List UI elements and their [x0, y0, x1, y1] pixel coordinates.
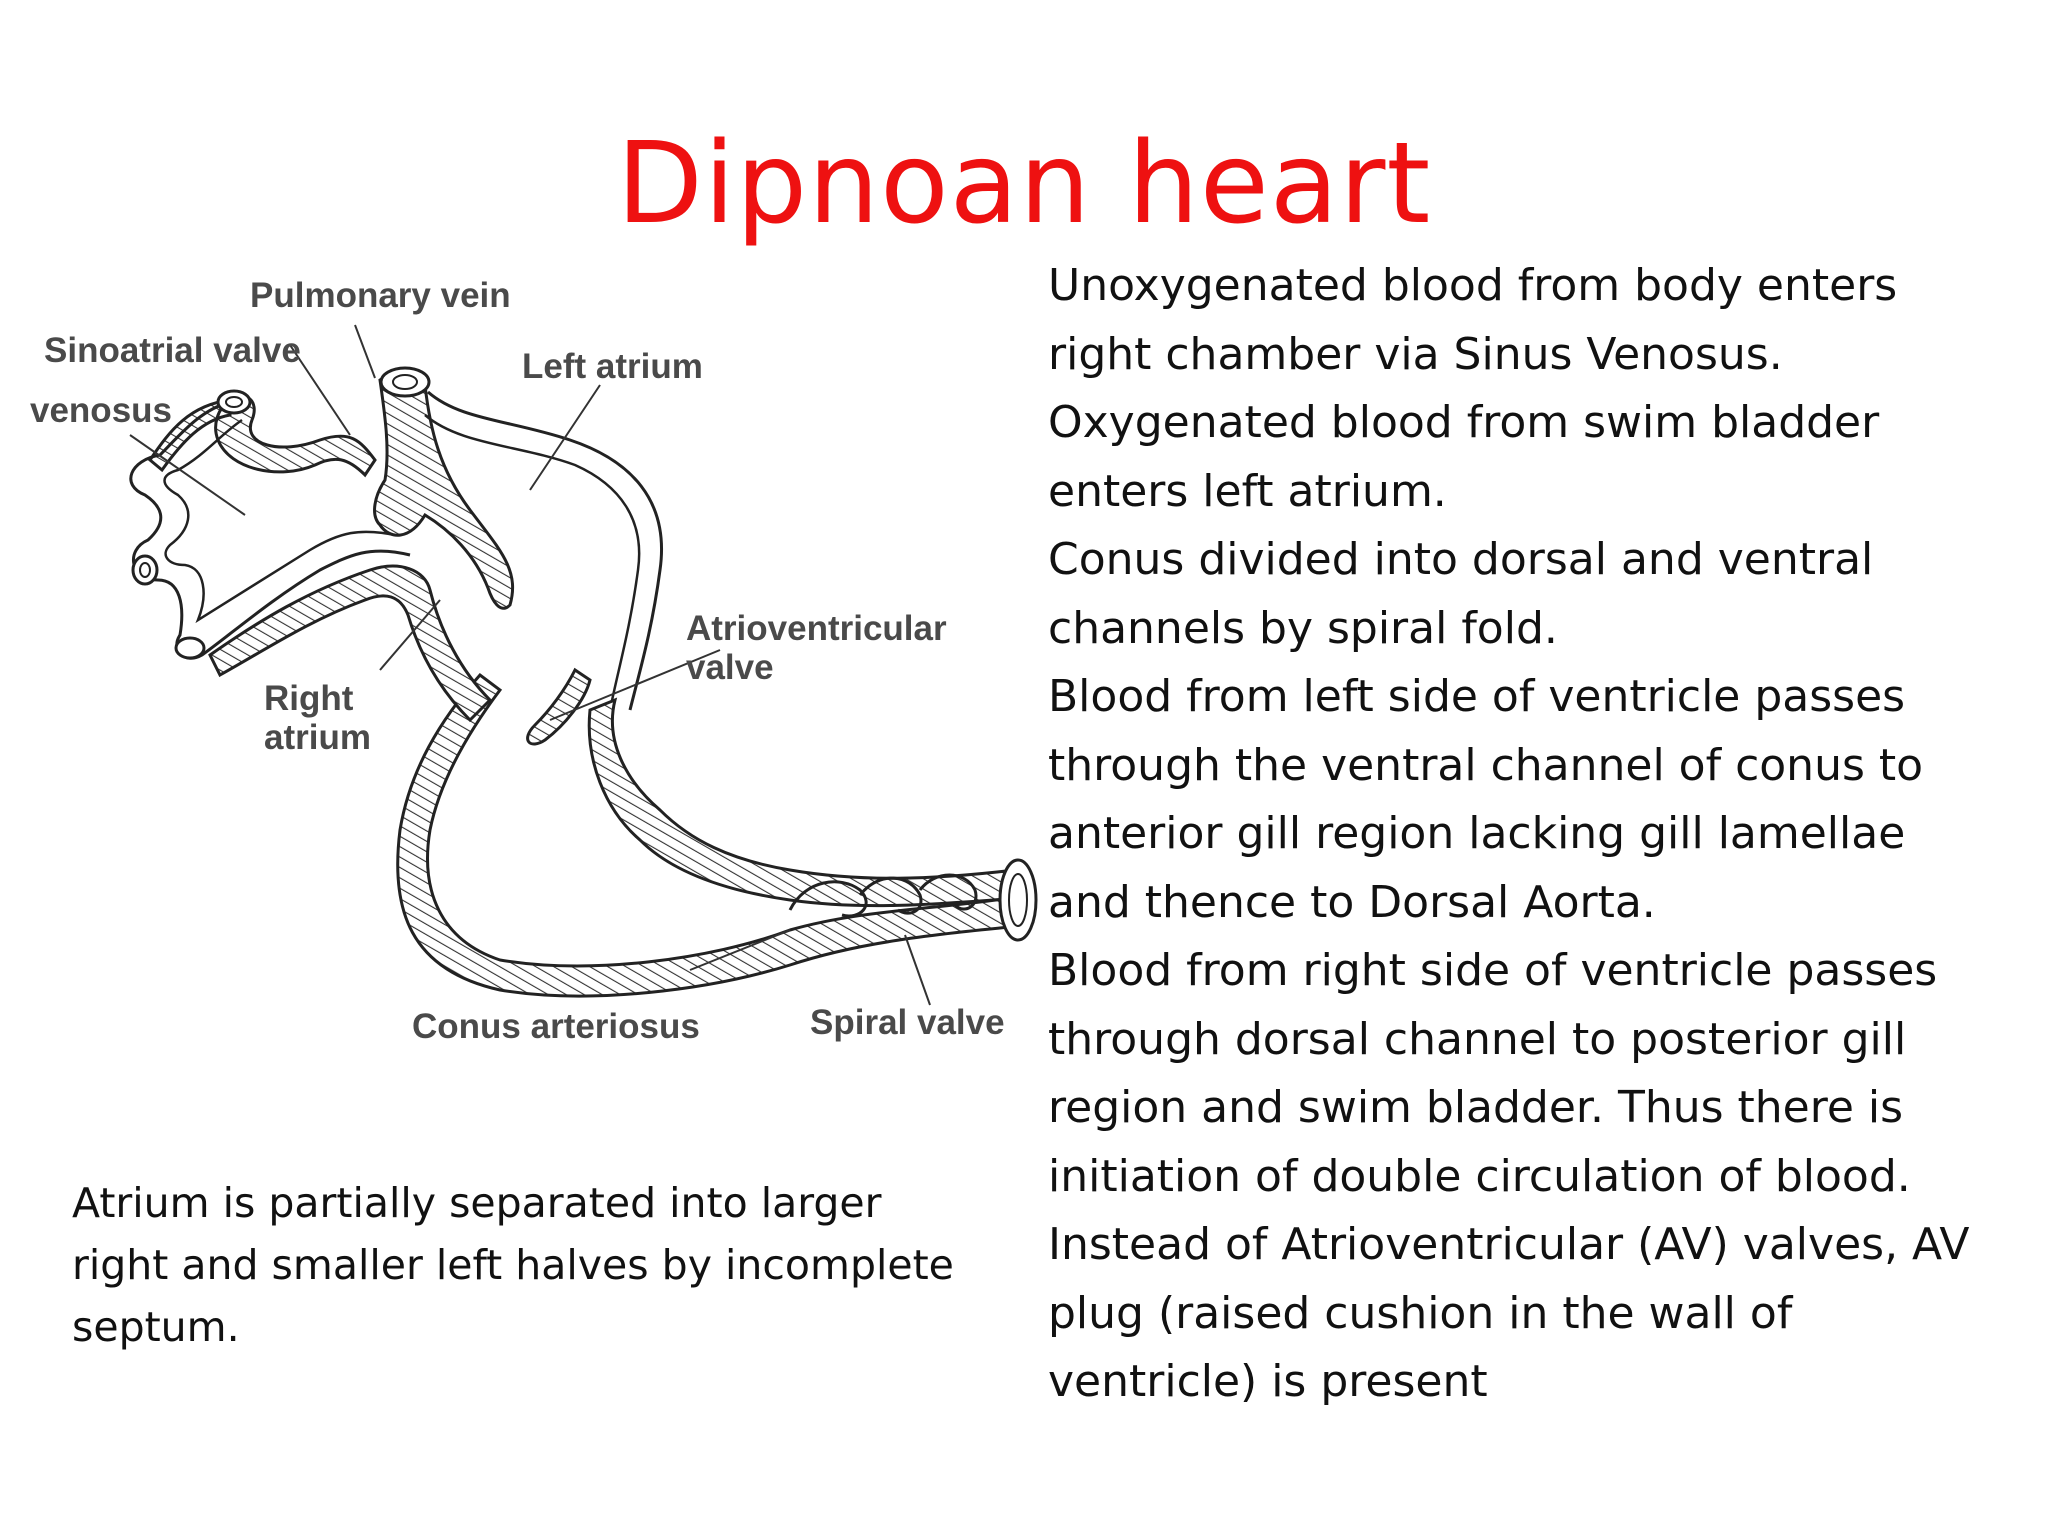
slide-title: Dipnoan heart — [616, 119, 1432, 249]
sinus-venosus-outline — [129, 400, 411, 660]
right-line: region and swim bladder. Thus there is — [1048, 1082, 1904, 1133]
dipnoan-heart-diagram: Pulmonary vein Sinoatrial valve venosus … — [30, 270, 1040, 1070]
right-line: right chamber via Sinus Venosus. — [1048, 328, 1783, 380]
spiral-valve — [788, 873, 978, 918]
label-left-atrium: Left atrium — [522, 347, 703, 386]
ventricle-conus-body — [396, 672, 1023, 998]
right-line: Oxygenated blood from swim bladder — [1048, 397, 1880, 448]
label-pulmonary-vein: Pulmonary vein — [250, 276, 511, 315]
label-sinoatrial-valve: Sinoatrial valve — [44, 331, 301, 370]
right-paragraph: Unoxygenated blood from body enters righ… — [1048, 252, 2028, 1417]
right-line: channels by spiral fold. — [1048, 602, 1558, 654]
leader-lines — [129, 324, 931, 1006]
sinus-venosus-inner — [163, 418, 396, 624]
right-line: ventricle) is present — [1048, 1356, 1488, 1407]
left-atrium-wall — [427, 390, 663, 711]
label-av-valve: Atrioventricular valve — [686, 609, 947, 687]
left-line: right and smaller left halves by incompl… — [72, 1241, 954, 1289]
sinus-venosus-wall — [148, 394, 377, 478]
left-line: septum. — [72, 1303, 240, 1351]
right-line: through the ventral channel of conus to — [1048, 739, 1924, 791]
right-line: Blood from right side of ventricle passe… — [1048, 945, 1938, 996]
label-spiral-valve: Spiral valve — [810, 1003, 1005, 1042]
right-line: Blood from left side of ventricle passes — [1048, 671, 1906, 722]
right-line: anterior gill region lacking gill lamell… — [1048, 808, 1906, 859]
right-line: enters left atrium. — [1048, 465, 1447, 517]
right-line: and thence to Dorsal Aorta. — [1048, 876, 1656, 928]
pulmonary-vein — [373, 371, 515, 610]
left-paragraph: Atrium is partially separated into large… — [72, 1172, 992, 1358]
label-conus-arteriosus: Conus arteriosus — [412, 1007, 700, 1046]
left-line: Atrium is partially separated into large… — [72, 1179, 882, 1227]
right-line: through dorsal channel to posterior gill — [1048, 1013, 1907, 1065]
right-line: Instead of Atrioventricular (AV) valves,… — [1048, 1219, 1970, 1270]
right-atrium-wall — [208, 564, 493, 723]
sinus-opening-bottom — [174, 636, 206, 660]
left-atrium-inner — [424, 414, 641, 711]
heart-diagram-svg — [129, 324, 1038, 1006]
right-line: Conus divided into dorsal and ventral — [1048, 534, 1874, 585]
right-line: plug (raised cushion in the wall of — [1048, 1287, 1793, 1339]
right-line: Unoxygenated blood from body enters — [1048, 260, 1898, 311]
label-right-atrium: Right atrium — [264, 679, 371, 757]
right-line: initiation of double circulation of bloo… — [1048, 1150, 1911, 1202]
av-plug — [526, 667, 592, 746]
label-venosus: venosus — [30, 391, 172, 430]
